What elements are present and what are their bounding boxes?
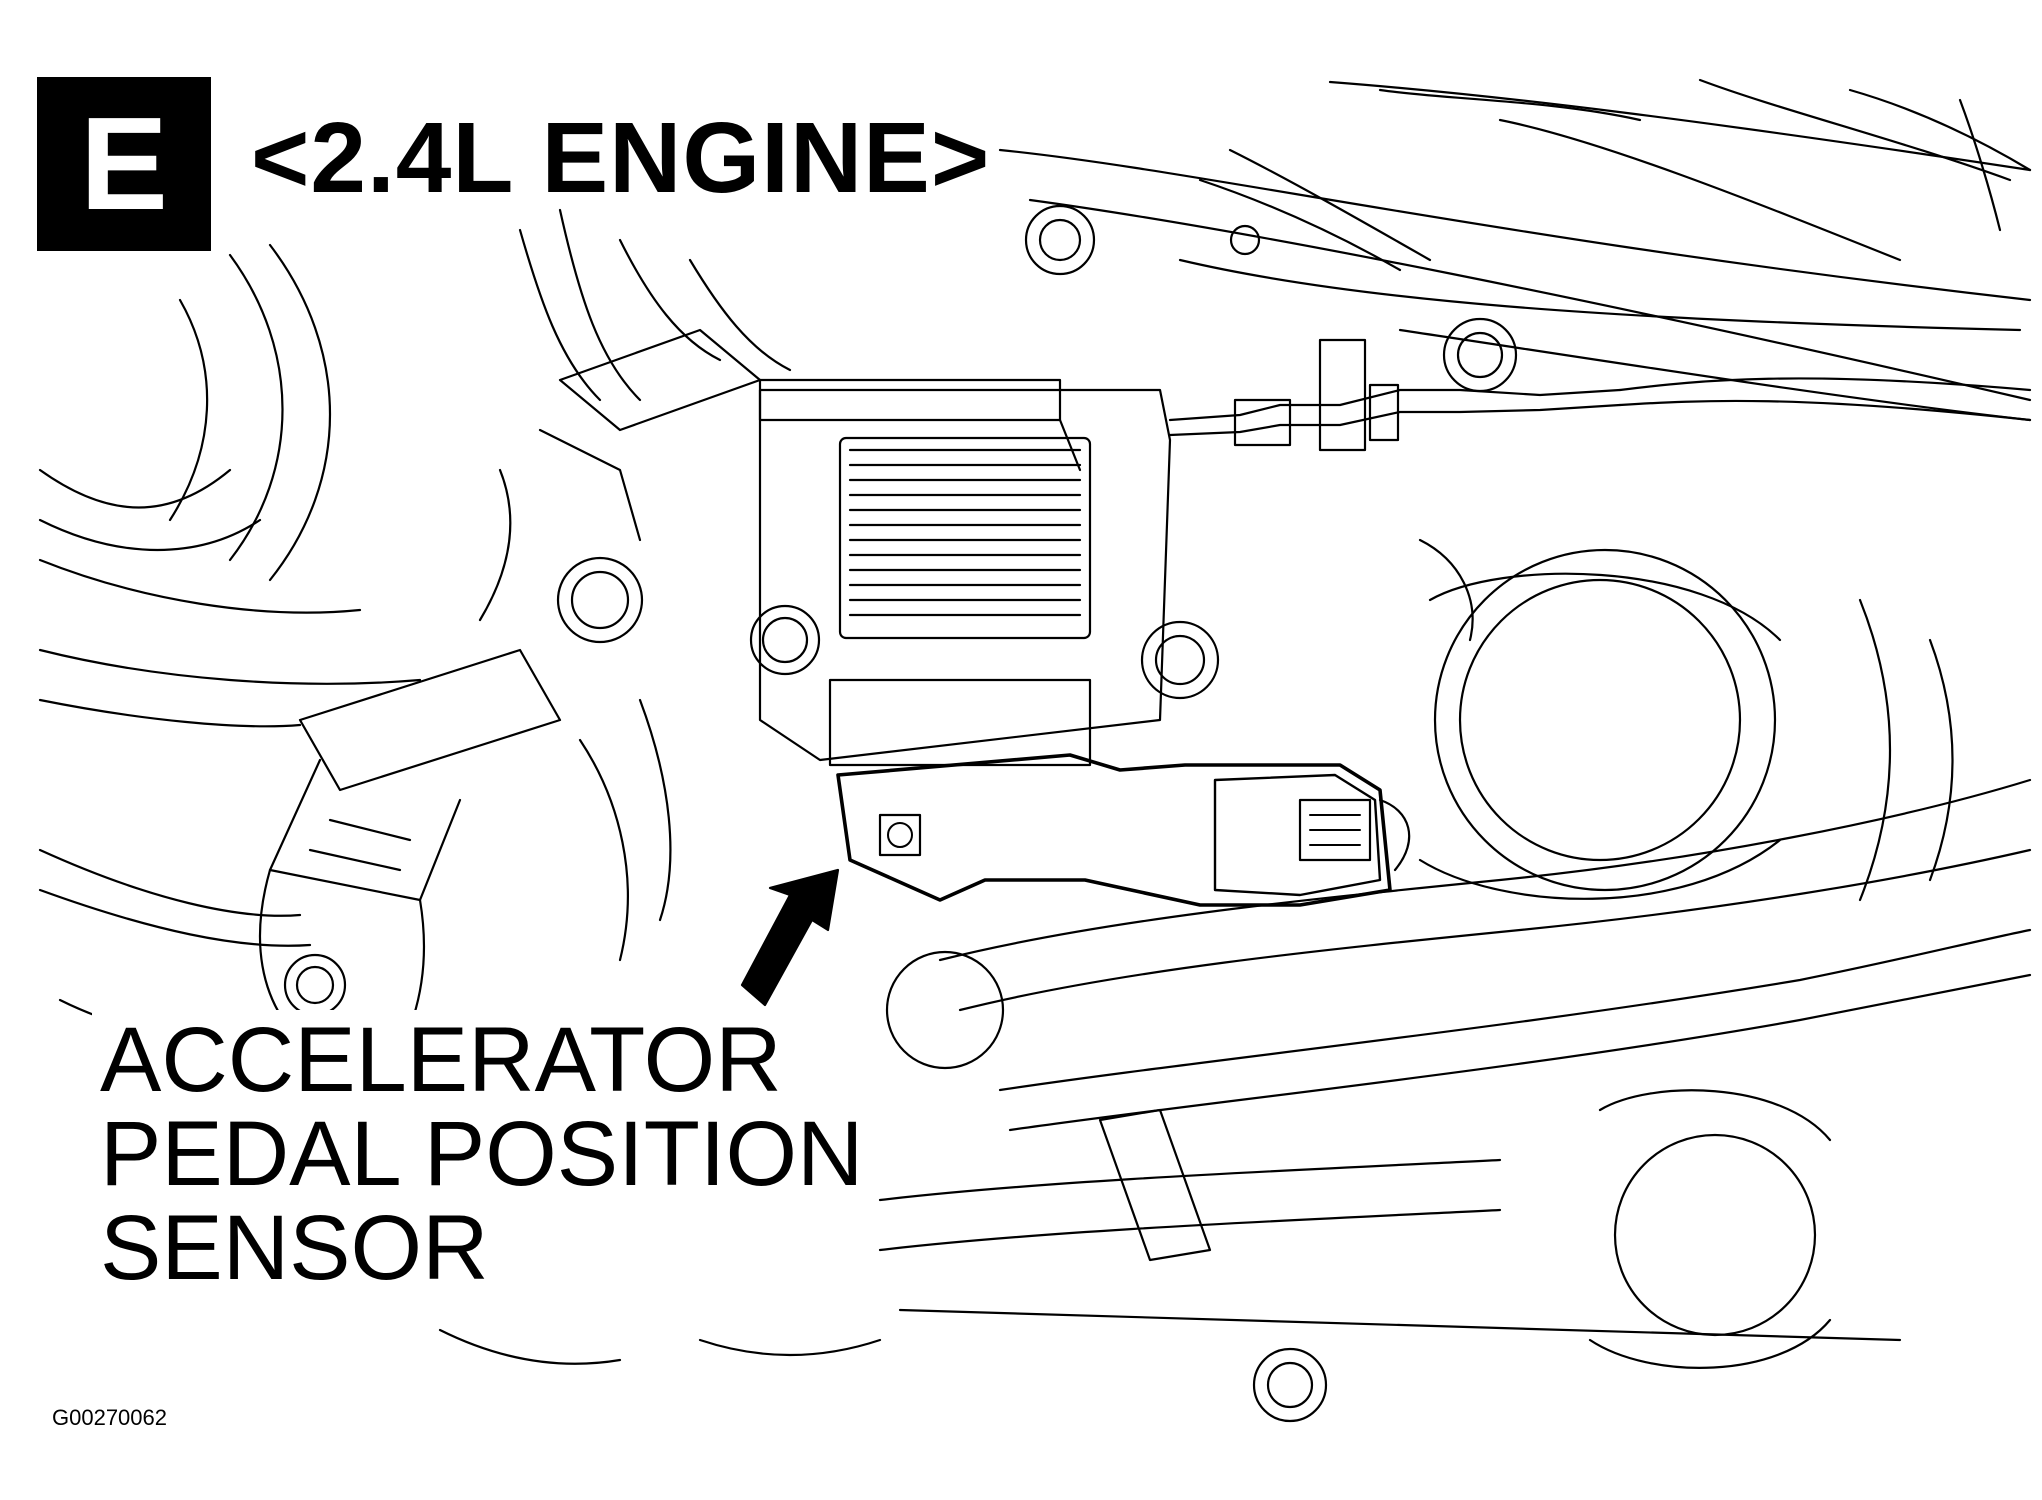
section-letter: E: [79, 90, 169, 237]
figure-id: G00270062: [52, 1405, 167, 1430]
engine-heading: <2.4L ENGINE>: [245, 108, 997, 208]
throttle-body: [749, 378, 1220, 767]
left-housing: [38, 243, 422, 1055]
callout-line-2: PEDAL POSITION: [100, 1103, 864, 1205]
pointer-arrow: [740, 868, 840, 1007]
accelerator-pedal-position-sensor: [836, 753, 1411, 907]
callout-line-1: ACCELERATOR: [100, 1009, 782, 1111]
left-connector: [258, 648, 562, 1052]
lower-right-cap: [1588, 1089, 1832, 1369]
callout-line-3: SENSOR: [100, 1197, 489, 1299]
component-callout: ACCELERATOR PEDAL POSITION SENSOR: [92, 1009, 872, 1300]
section-badge: E: [37, 77, 211, 251]
intake-port: [1418, 548, 1782, 900]
throttle-cable: [1168, 338, 2032, 452]
wiring-harness: [878, 778, 2032, 1342]
misc-engine-lines: [438, 148, 1954, 1365]
background-contours: [998, 78, 2032, 422]
